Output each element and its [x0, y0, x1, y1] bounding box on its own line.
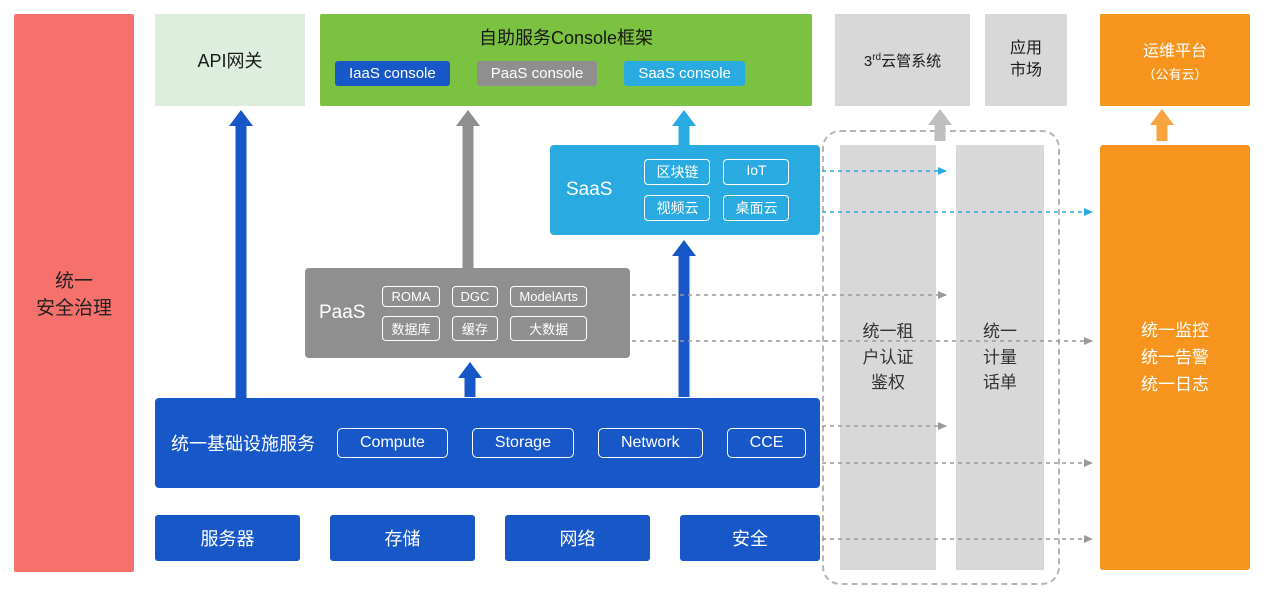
- third-party-superscript: rd: [872, 51, 882, 63]
- third-party-suffix: 云管系统: [881, 52, 942, 70]
- infrastructure-services: Compute Storage Network CCE: [337, 428, 807, 458]
- arrow-saas-to-console: [672, 110, 696, 145]
- api-gateway-box: API网关: [155, 14, 305, 106]
- saas-service-desktop-cloud: 桌面云: [723, 195, 790, 221]
- arrow-paas-to-console: [456, 110, 480, 268]
- console-framework-title: 自助服务Console框架: [478, 28, 654, 48]
- saas-service-blockchain: 区块链: [644, 159, 711, 185]
- console-framework-box: 自助服务Console框架 IaaS console PaaS console …: [320, 14, 812, 106]
- tenant-auth-bar: 统一租 户认证 鉴权: [840, 145, 936, 570]
- hardware-storage-label: 存储: [384, 529, 421, 549]
- third-party-cloud-label: 3rd云管系统: [864, 50, 941, 71]
- third-party-prefix: 3: [863, 52, 873, 70]
- saas-label: SaaS: [566, 179, 613, 200]
- saas-box: SaaS 区块链 IoT 视频云 桌面云: [550, 145, 820, 235]
- paas-services: ROMA DGC ModelArts 数据库 缓存 大数据: [382, 285, 587, 341]
- paas-service-bigdata: 大数据: [510, 315, 587, 341]
- monitor-alarm-log-box: 统一监控 统一告警 统一日志: [1100, 145, 1250, 570]
- saas-console-chip: SaaS console: [624, 61, 745, 86]
- arrow-iaas-to-paas: [458, 362, 482, 397]
- infrastructure-box: 统一基础设施服务 Compute Storage Network CCE: [155, 398, 820, 488]
- paas-box: PaaS ROMA DGC ModelArts 数据库 缓存 大数据: [305, 268, 630, 358]
- app-market-label: 应用 市场: [1009, 39, 1042, 79]
- paas-service-dgc: DGC: [451, 285, 499, 307]
- unified-security-panel: 统一 安全治理: [14, 14, 134, 572]
- metering-billing-bar: 统一 计量 话单: [956, 145, 1044, 570]
- iaas-console-chip: IaaS console: [335, 61, 450, 86]
- ops-platform-box: 运维平台 （公有云）: [1100, 14, 1250, 106]
- api-gateway-label: API网关: [197, 51, 263, 71]
- monitor-alarm-log-label: 统一监控 统一告警 统一日志: [1141, 320, 1209, 395]
- tenant-auth-label: 统一租 户认证 鉴权: [862, 322, 914, 393]
- app-market-box: 应用 市场: [985, 14, 1067, 106]
- hardware-server-label: 服务器: [200, 529, 255, 549]
- hardware-storage-box: 存储: [330, 515, 475, 561]
- third-party-cloud-box: 3rd云管系统: [835, 14, 970, 106]
- paas-service-modelarts: ModelArts: [510, 285, 587, 307]
- hardware-network-label: 网络: [559, 529, 596, 549]
- hardware-security-label: 安全: [732, 529, 768, 549]
- unified-security-label: 统一 安全治理: [35, 271, 112, 319]
- infra-service-storage: Storage: [471, 428, 574, 458]
- ops-platform-title: 运维平台: [1142, 43, 1207, 60]
- saas-service-video-cloud: 视频云: [644, 195, 711, 221]
- arrow-iaas-to-saas: [672, 240, 696, 397]
- saas-service-iot: IoT: [723, 159, 790, 185]
- saas-services: 区块链 IoT 视频云 桌面云: [644, 159, 790, 221]
- console-chip-row: IaaS console PaaS console SaaS console: [320, 61, 812, 86]
- hardware-security-box: 安全: [680, 515, 820, 561]
- ops-platform-subtitle: （公有云）: [1142, 67, 1208, 82]
- paas-console-chip: PaaS console: [476, 61, 598, 86]
- paas-label: PaaS: [319, 302, 366, 323]
- infrastructure-label: 统一基础设施服务: [171, 434, 315, 454]
- infra-service-network: Network: [597, 428, 703, 458]
- paas-service-roma: ROMA: [382, 285, 440, 307]
- hardware-network-box: 网络: [505, 515, 650, 561]
- arrow-iaas-to-api-gateway: [229, 110, 253, 398]
- infra-service-cce: CCE: [726, 428, 807, 458]
- paas-service-cache: 缓存: [451, 315, 499, 341]
- arrow-monitor-to-ops: [1150, 109, 1174, 141]
- paas-service-database: 数据库: [382, 315, 440, 341]
- hardware-server-box: 服务器: [155, 515, 300, 561]
- infra-service-compute: Compute: [337, 428, 448, 458]
- metering-billing-label: 统一 计量 话单: [983, 322, 1017, 393]
